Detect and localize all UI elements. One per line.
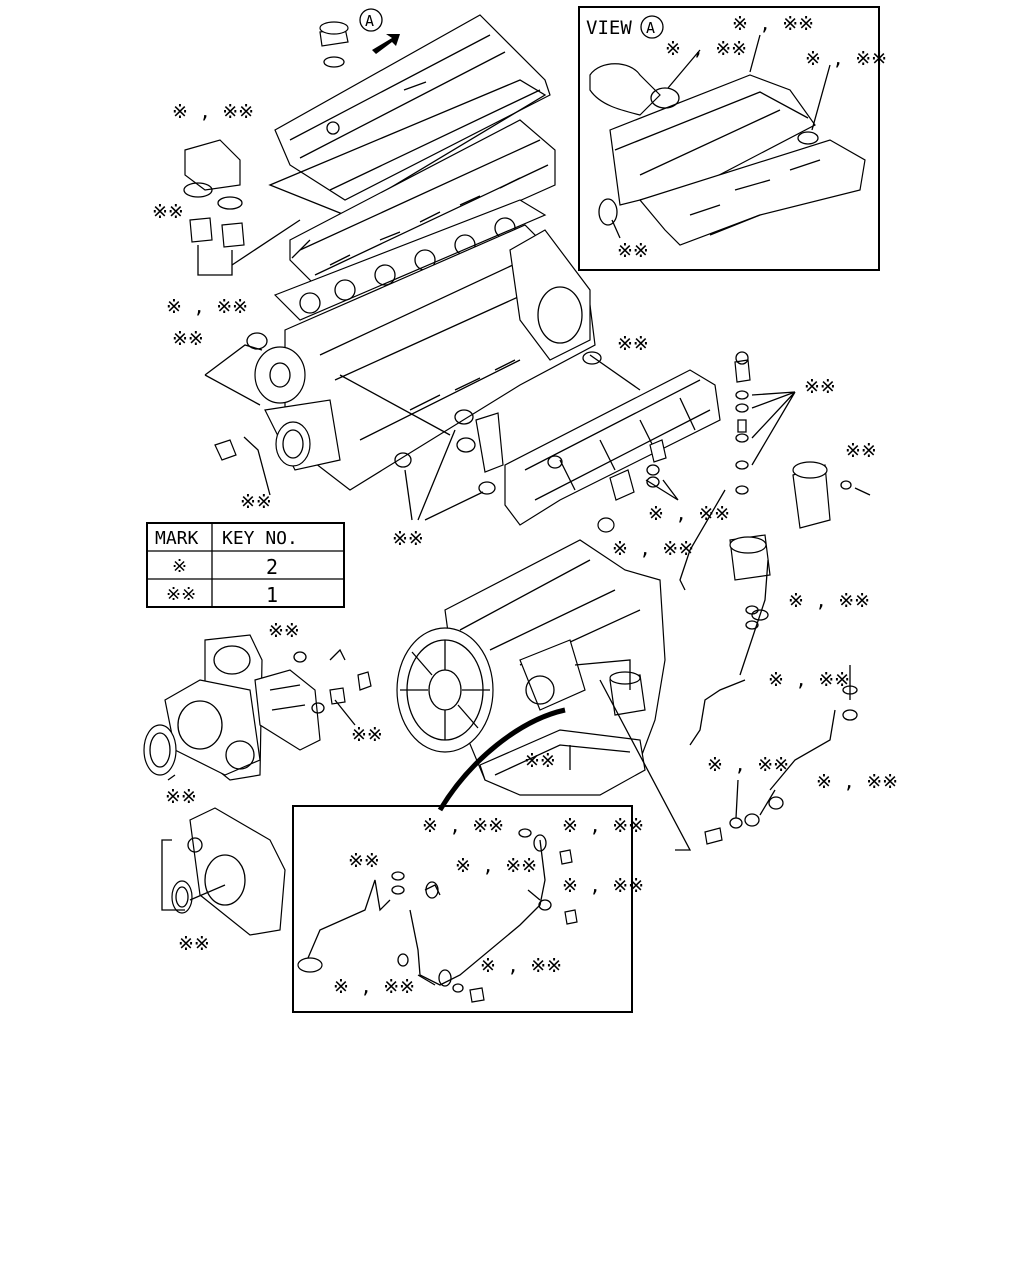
callout-label: ※ , ※※ [562,815,644,837]
front-cover-group [143,634,372,781]
callout-label: ※ , ※※ [455,855,537,877]
callout-label: ※※ [165,786,197,808]
legend-row-mark: ※※ [166,584,196,605]
callout-label: ※※ [152,201,184,223]
callout-label: ※ , ※※ [707,754,789,776]
callout-label: ※※ [240,491,272,513]
legend-row-key: 2 [266,555,278,579]
callout-label: ※ , ※※ [333,976,415,998]
callout-label: ※ , ※※ [648,503,730,525]
callout-labels: ※ , ※※ ※ , ※※ ※ , ※※ ※※ ※ , ※※ ※※ ※ , ※※… [152,13,898,998]
callout-label: ※ , ※※ [732,13,814,35]
callout-label: ※※ [617,333,649,355]
main-marker: A [365,12,374,30]
callout-label: ※※ [348,850,380,872]
callout-label: ※※ [524,750,556,772]
callout-label: ※※ [268,620,300,642]
callout-label: ※※ [804,376,836,398]
callout-label: ※※ [351,724,383,746]
legend-table: MARK KEY NO. ※ 2 ※※ 1 [146,522,345,608]
callout-label: ※ , ※※ [816,771,898,793]
callout-label: ※※ [845,440,877,462]
cylinder-head-group: A [183,8,641,521]
view-a-inset: VIEW A [578,6,880,271]
callout-label: ※ , ※※ [805,48,887,70]
callout-label: ※ , ※※ [768,669,850,691]
rear-cover-group [161,807,286,936]
legend-row-mark: ※ [172,556,187,577]
callout-label: ※ , ※※ [612,538,694,560]
callout-label: ※ , ※※ [480,955,562,977]
callout-label: ※ , ※※ [665,38,747,60]
callout-label: ※ , ※※ [422,815,504,837]
callout-label: ※※ [392,528,424,550]
callout-label: ※ , ※※ [788,590,870,612]
engine-assembly [396,539,692,851]
callout-label: ※ , ※※ [172,101,254,123]
legend-header-key: KEY NO. [222,528,298,549]
callout-label: ※※ [178,933,210,955]
callout-label: ※ , ※※ [166,296,248,318]
legend-row-key: 1 [266,583,278,607]
callout-label: ※ , ※※ [562,875,644,897]
exhaust-manifold-group [504,351,871,845]
callout-label: ※※ [617,240,649,262]
legend-header-mark: MARK [155,528,199,549]
oil-pipe-inset [292,805,633,1013]
view-marker: A [646,19,655,37]
callout-label: ※※ [172,328,204,350]
view-title: VIEW [586,17,632,39]
